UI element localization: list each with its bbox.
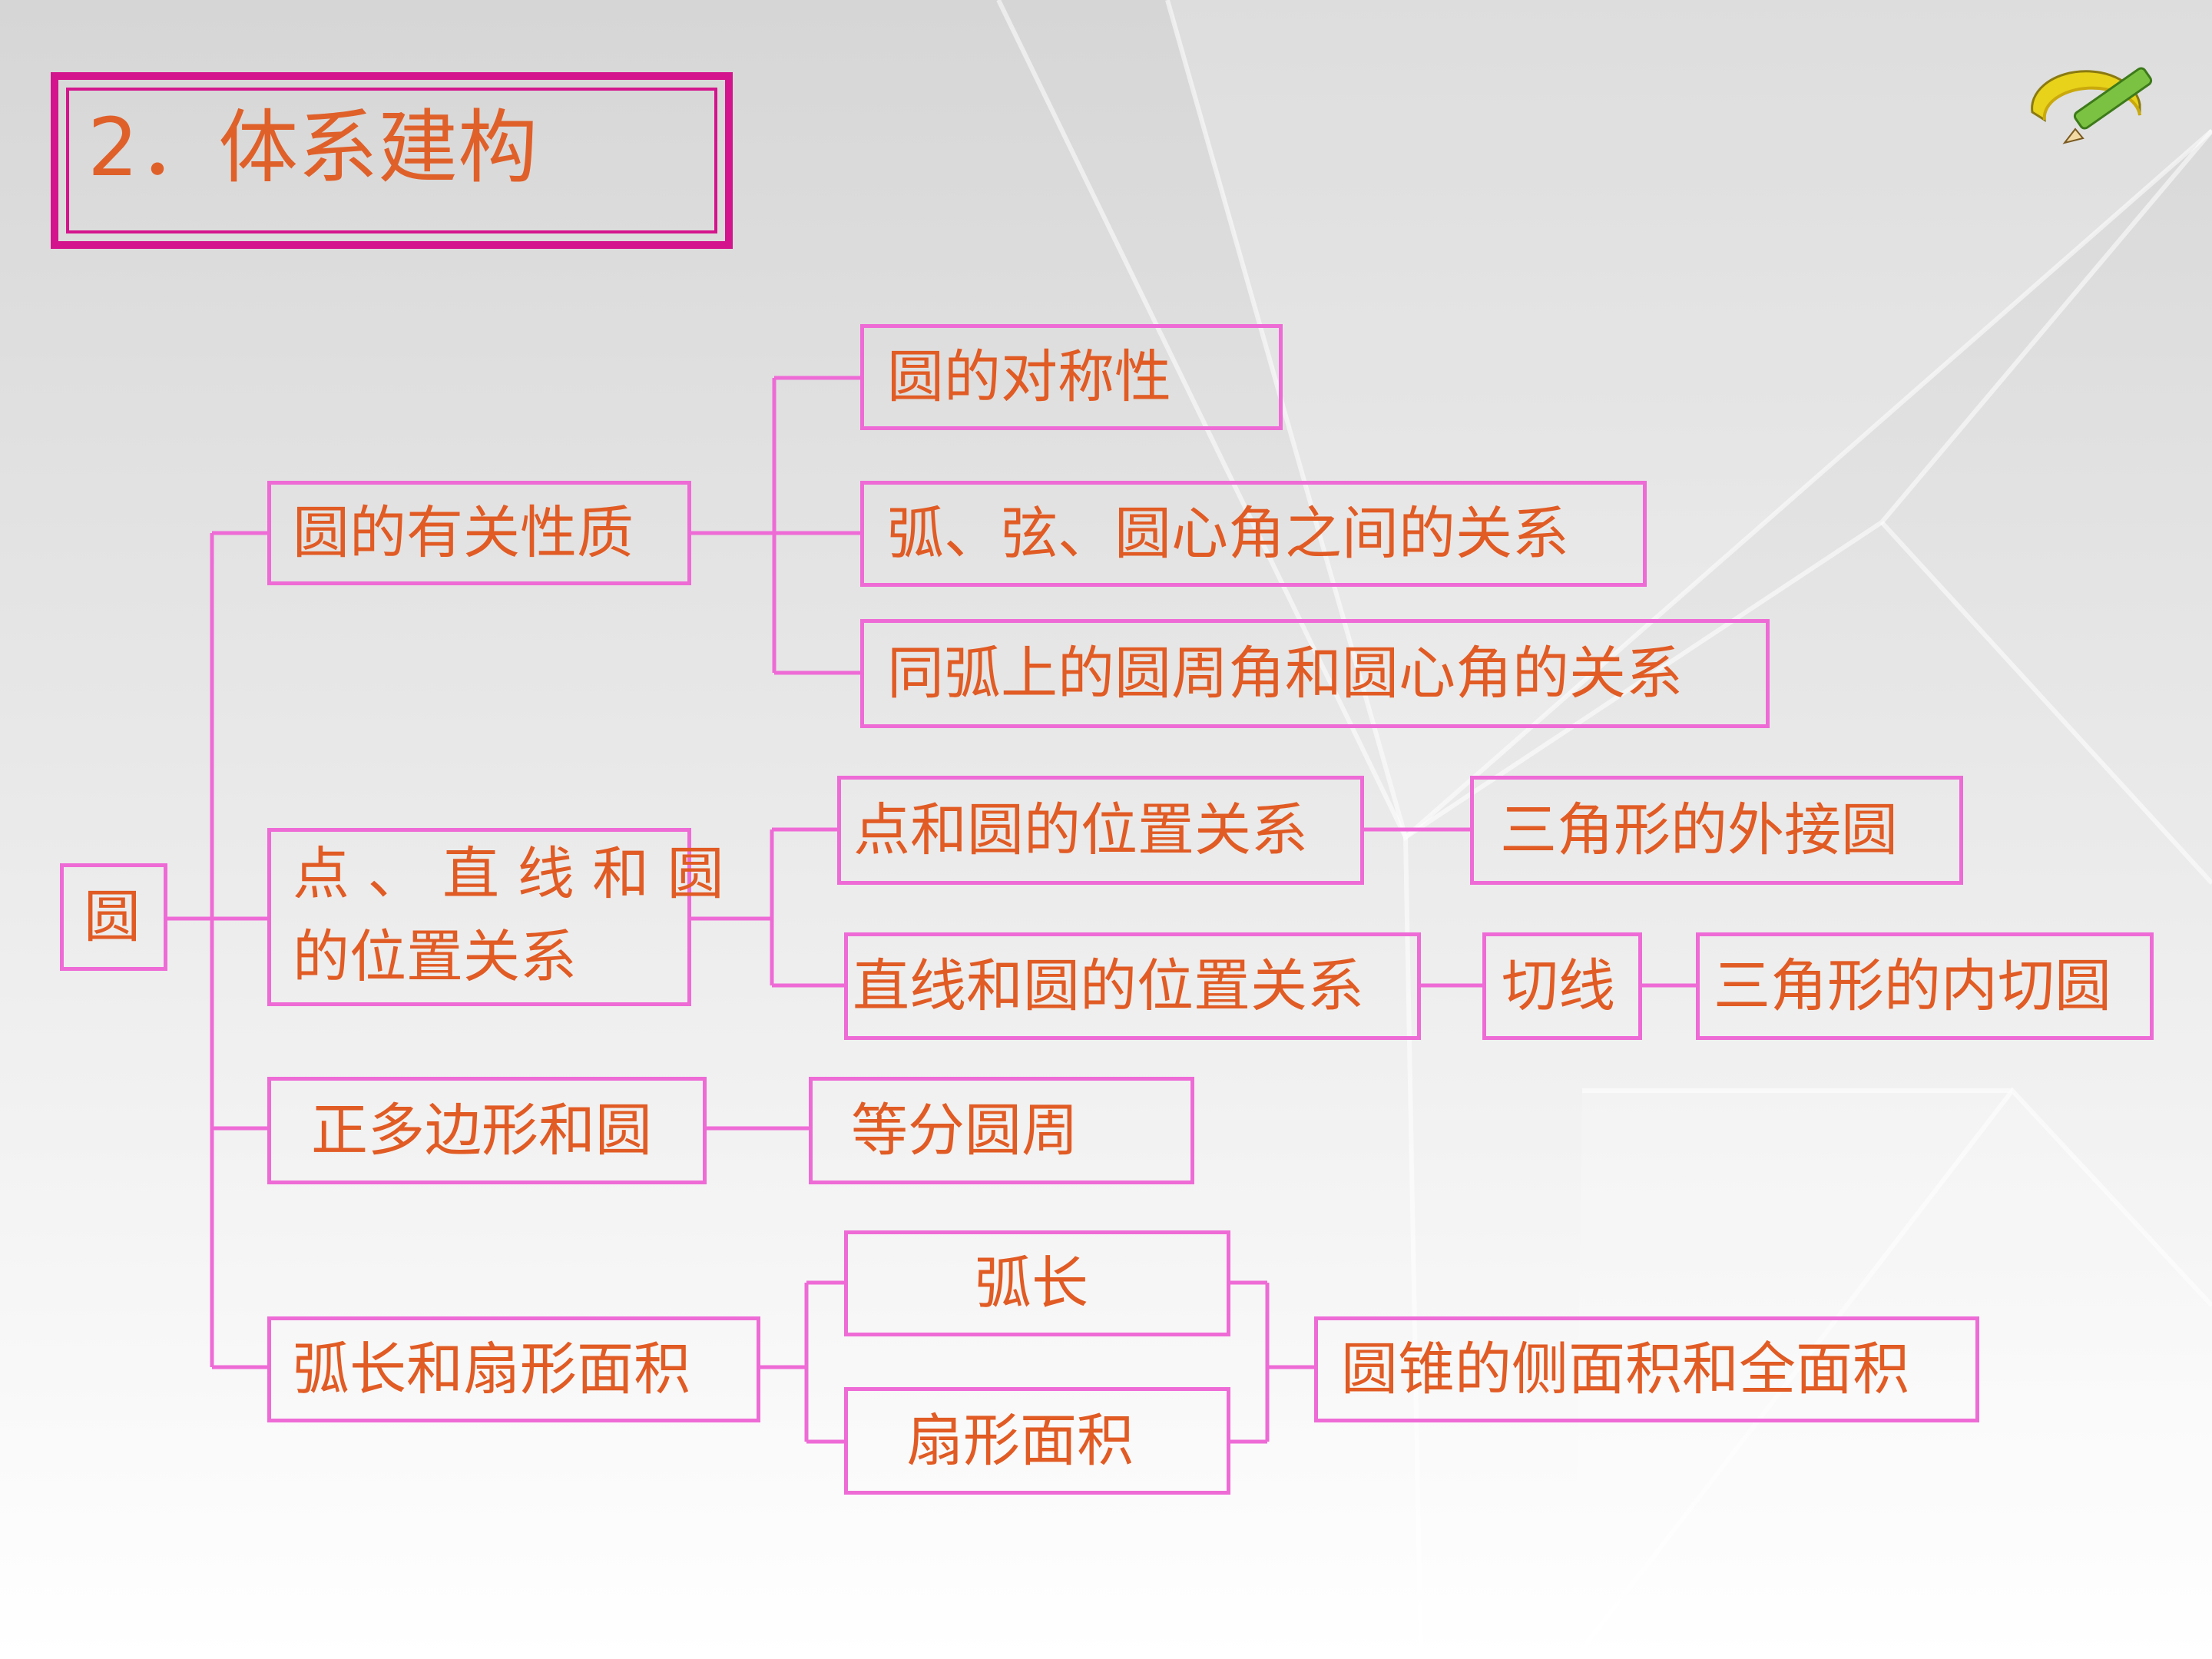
node-sector-area: 扇形面积: [844, 1387, 1230, 1495]
node-label: 正多边形和圆: [311, 1098, 652, 1164]
node-circumcircle: 三角形的外接圆: [1470, 776, 1963, 885]
node-arc-chord-relation: 弧、弦、圆心角之间的关系: [860, 481, 1647, 587]
title-inner-border: [66, 88, 717, 233]
title-box: 2．体系建构: [51, 72, 733, 249]
node-label: 圆的有关性质: [293, 500, 634, 566]
node-label: 弧、弦、圆心角之间的关系: [887, 501, 1569, 567]
node-label: 三角形的外接圆: [1500, 797, 1898, 863]
node-line-circle: 直线和圆的位置关系: [844, 932, 1421, 1040]
node-label: 圆: [84, 884, 141, 950]
node-divide-circumference: 等分圆周: [809, 1077, 1194, 1184]
node-label: 圆锥的侧面积和全面积: [1341, 1336, 1909, 1402]
node-label: 等分圆周: [851, 1098, 1078, 1164]
node-label: 圆的对称性: [887, 344, 1171, 410]
node-label: 弧长: [975, 1250, 1088, 1316]
node-cone-area: 圆锥的侧面积和全面积: [1314, 1316, 1979, 1422]
node-label-line1: 点 、 直 线 和 圆: [293, 841, 724, 907]
node-tangent: 切线: [1482, 932, 1642, 1040]
page-title: 2．体系建构: [88, 101, 538, 194]
node-inscribed-angle-relation: 同弧上的圆周角和圆心角的关系: [860, 619, 1770, 728]
node-label: 三角形的内切圆: [1714, 953, 2111, 1019]
node-regular-polygon: 正多边形和圆: [267, 1077, 707, 1184]
node-incircle: 三角形的内切圆: [1696, 932, 2154, 1040]
protractor-pencil-icon: [2031, 67, 2153, 144]
node-symmetry: 圆的对称性: [860, 324, 1283, 430]
node-label-line2: 的位置关系: [293, 924, 577, 990]
node-circle: 圆: [60, 863, 167, 971]
node-properties: 圆的有关性质: [267, 481, 691, 585]
node-label: 同弧上的圆周角和圆心角的关系: [887, 641, 1683, 707]
node-label: 切线: [1502, 953, 1615, 1019]
node-position-relations: 点 、 直 线 和 圆 的位置关系: [267, 828, 724, 1006]
node-label: 直线和圆的位置关系: [853, 953, 1364, 1019]
node-label: 点和圆的位置关系: [853, 797, 1308, 863]
node-label: 弧长和扇形面积: [293, 1336, 690, 1402]
node-point-circle: 点和圆的位置关系: [837, 776, 1364, 885]
node-arc-length: 弧长: [844, 1230, 1230, 1336]
node-arc-sector: 弧长和扇形面积: [267, 1316, 760, 1422]
node-label: 扇形面积: [906, 1408, 1134, 1474]
